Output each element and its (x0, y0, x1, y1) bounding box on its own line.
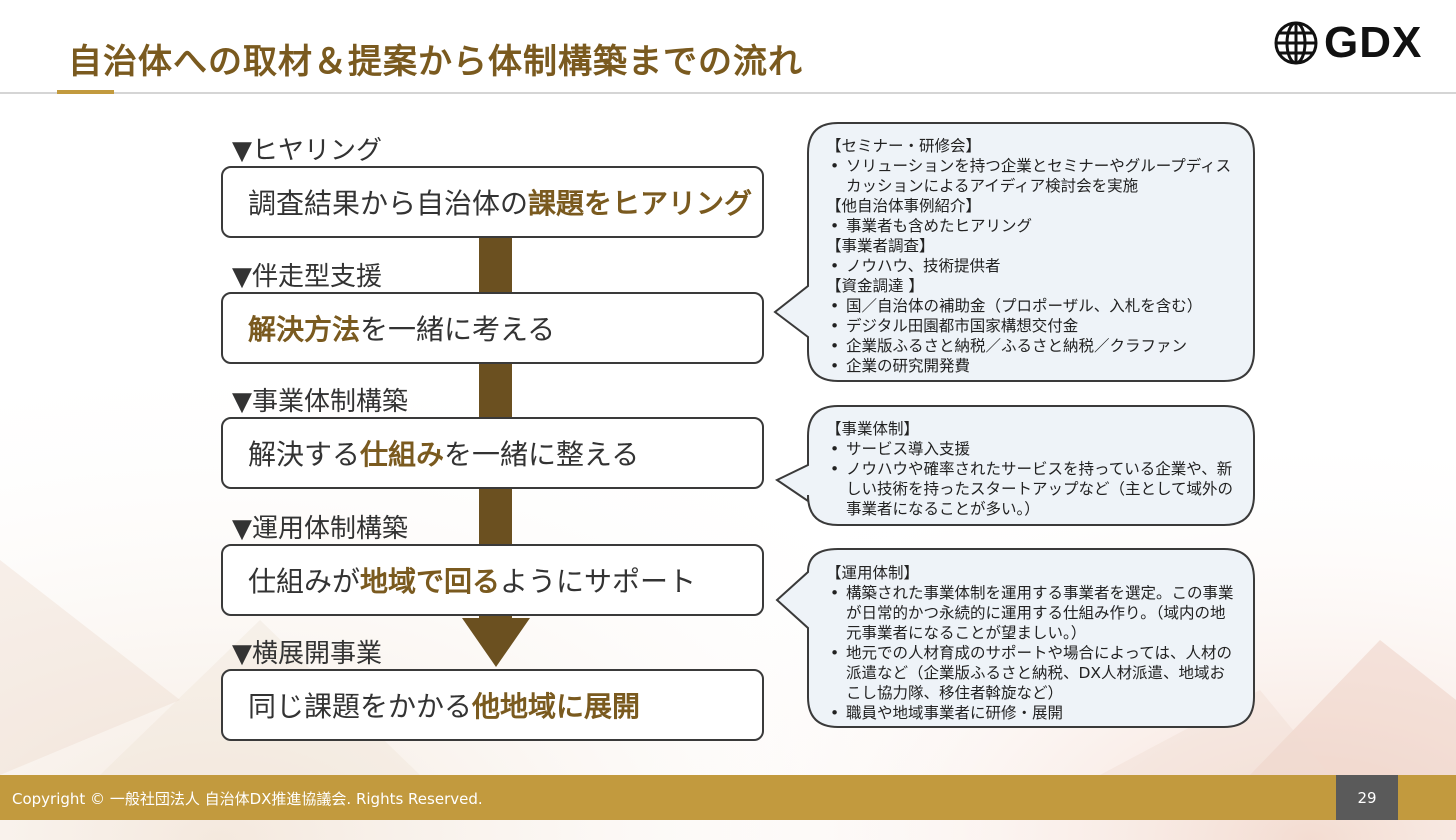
step-text-bold: 他地域に展開 (472, 690, 641, 723)
callout-business: 【事業体制】 サービス導入支援 ノウハウや確率されたサービスを持っている企業や、… (826, 419, 1236, 519)
callout-item: ノウハウ、技術提供者 (826, 256, 1236, 276)
logo-text: GDX (1324, 18, 1423, 67)
callout-item: サービス導入支援 (826, 439, 1236, 459)
step-text-pre: 解決する (248, 438, 361, 471)
callout-item: 企業版ふるさと納税／ふるさと納税／クラファン (826, 336, 1236, 356)
step-text-bold: 課題をヒアリング (528, 187, 753, 220)
callout-item: 職員や地域事業者に研修・展開 (826, 703, 1236, 723)
step-text-pre: 仕組みが (248, 565, 361, 598)
callout-heading: 【事業体制】 (826, 420, 920, 438)
step-text-bold: 地域で回る (360, 565, 501, 598)
callout-item: ソリューションを持つ企業とセミナーやグループディスカッションによるアイディア検討… (826, 156, 1236, 196)
callout-item: 事業者も含めたヒアリング (826, 216, 1236, 236)
callout-item: 国／自治体の補助金（プロポーザル、入札を含む） (826, 296, 1236, 316)
callout-item: デジタル田園都市国家構想交付金 (826, 316, 1236, 336)
step-box-expansion: 同じ課題をかかる他地域に展開 (221, 669, 764, 741)
step-text-post: を一緒に考える (360, 313, 556, 346)
page-number: 29 (1336, 775, 1398, 820)
callout-item: 企業の研究開発費 (826, 356, 1236, 376)
globe-icon (1274, 21, 1318, 65)
gdx-logo: GDX (1272, 16, 1422, 70)
callout-support: 【セミナー・研修会】 ソリューションを持つ企業とセミナーやグループディスカッショ… (826, 136, 1236, 376)
footer-bar: Copyright © 一般社団法人 自治体DX推進協議会. Rights Re… (0, 775, 1456, 820)
step-label-operation-structure: ▼運用体制構築 (232, 514, 408, 544)
step-label-expansion: ▼横展開事業 (232, 639, 382, 669)
callout-heading: 【他自治体事例紹介】 (826, 197, 982, 215)
step-label-support: ▼伴走型支援 (232, 262, 382, 292)
step-text-pre: 調査結果から自治体の (248, 187, 529, 220)
step-text-post: を一緒に整える (444, 438, 640, 471)
step-box-hearing: 調査結果から自治体の課題をヒアリング (221, 166, 764, 238)
page-title: 自治体への取材＆提案から体制構築までの流れ (68, 42, 803, 82)
callout-heading: 【資金調達 】 (826, 277, 924, 295)
callout-heading: 【運用体制】 (826, 564, 920, 582)
step-box-support: 解決方法を一緒に考える (221, 292, 764, 364)
copyright-text: Copyright © 一般社団法人 自治体DX推進協議会. Rights Re… (12, 790, 483, 808)
callout-heading: 【事業者調査】 (826, 237, 935, 255)
step-text-bold: 仕組み (360, 438, 445, 471)
flow-arrowhead (462, 618, 530, 667)
step-text-pre: 同じ課題をかかる (248, 690, 473, 723)
step-text-post: ようにサポート (500, 565, 697, 598)
callout-item: 地元での人材育成のサポートや場合によっては、人材の派遣など（企業版ふるさと納税、… (826, 643, 1236, 703)
title-divider (0, 92, 1456, 94)
step-box-operation-structure: 仕組みが地域で回るようにサポート (221, 544, 764, 616)
step-label-hearing: ▼ヒヤリング (232, 136, 382, 166)
callout-item: ノウハウや確率されたサービスを持っている企業や、新しい技術を持ったスタートアップ… (826, 459, 1236, 519)
step-box-business-structure: 解決する仕組みを一緒に整える (221, 417, 764, 489)
step-text-bold: 解決方法 (248, 313, 361, 346)
title-accent-bar (57, 90, 114, 94)
callout-item: 構築された事業体制を運用する事業者を選定。この事業が日常的かつ永続的に運用する仕… (826, 583, 1236, 643)
callout-operation: 【運用体制】 構築された事業体制を運用する事業者を選定。この事業が日常的かつ永続… (826, 563, 1236, 723)
callout-heading: 【セミナー・研修会】 (826, 137, 982, 155)
step-label-business-structure: ▼事業体制構築 (232, 387, 408, 417)
